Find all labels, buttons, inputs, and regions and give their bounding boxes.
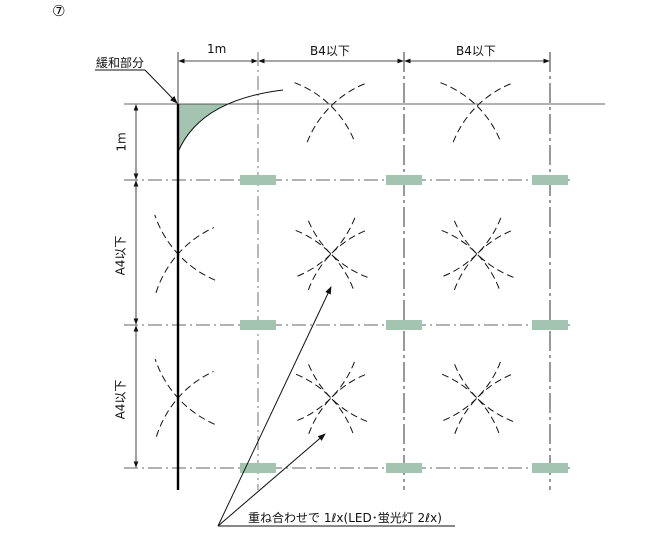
light-fixture: [386, 175, 422, 185]
relief-area: [178, 104, 228, 152]
illuminance-arc: [441, 229, 501, 291]
illuminance-arc: [440, 361, 501, 422]
light-fixture: [240, 320, 276, 330]
illuminance-arc: [295, 229, 355, 291]
light-fixture: [532, 463, 568, 473]
illuminance-arc: [295, 373, 354, 435]
illuminance-arc: [452, 82, 514, 143]
dim-left-a4-1: A4以下: [113, 235, 128, 276]
illuminance-arc: [453, 361, 514, 422]
light-fixture: [532, 175, 568, 185]
leader-lines: [95, 69, 455, 527]
illuminance-arc: [306, 82, 368, 143]
figure-number: ⑦: [52, 2, 66, 20]
dim-left-a4-2: A4以下: [113, 379, 128, 420]
light-fixture: [532, 320, 568, 330]
illuminance-arc: [294, 82, 356, 143]
dim-left-1m: 1m: [114, 132, 129, 152]
light-fixture: [386, 320, 422, 330]
illuminance-arc: [154, 214, 216, 281]
illuminance-arc: [452, 217, 514, 278]
light-fixture: [386, 463, 422, 473]
dim-top-b4-2: B4以下: [456, 44, 496, 58]
dim-top-b4-1: B4以下: [310, 44, 350, 58]
illuminance-arc: [307, 361, 368, 422]
illuminance-arc: [155, 227, 215, 293]
relief-area-label: 緩和部分: [96, 56, 145, 70]
illuminance-arc: [440, 82, 502, 143]
light-fixture: [240, 463, 276, 473]
light-fixture: [240, 175, 276, 185]
illuminance-arc: [294, 217, 356, 278]
illuminance-arc: [306, 217, 368, 278]
dim-top-1m: 1m: [207, 42, 227, 56]
illuminance-arc: [441, 373, 500, 435]
illuminance-arc: [440, 217, 502, 278]
illuminance-arc: [294, 361, 355, 422]
overlap-note: 重ね合わせで 1ℓx(LED･蛍光灯 2ℓx): [248, 511, 442, 525]
relief-curve: [177, 89, 284, 153]
illuminance-arc: [154, 358, 215, 425]
